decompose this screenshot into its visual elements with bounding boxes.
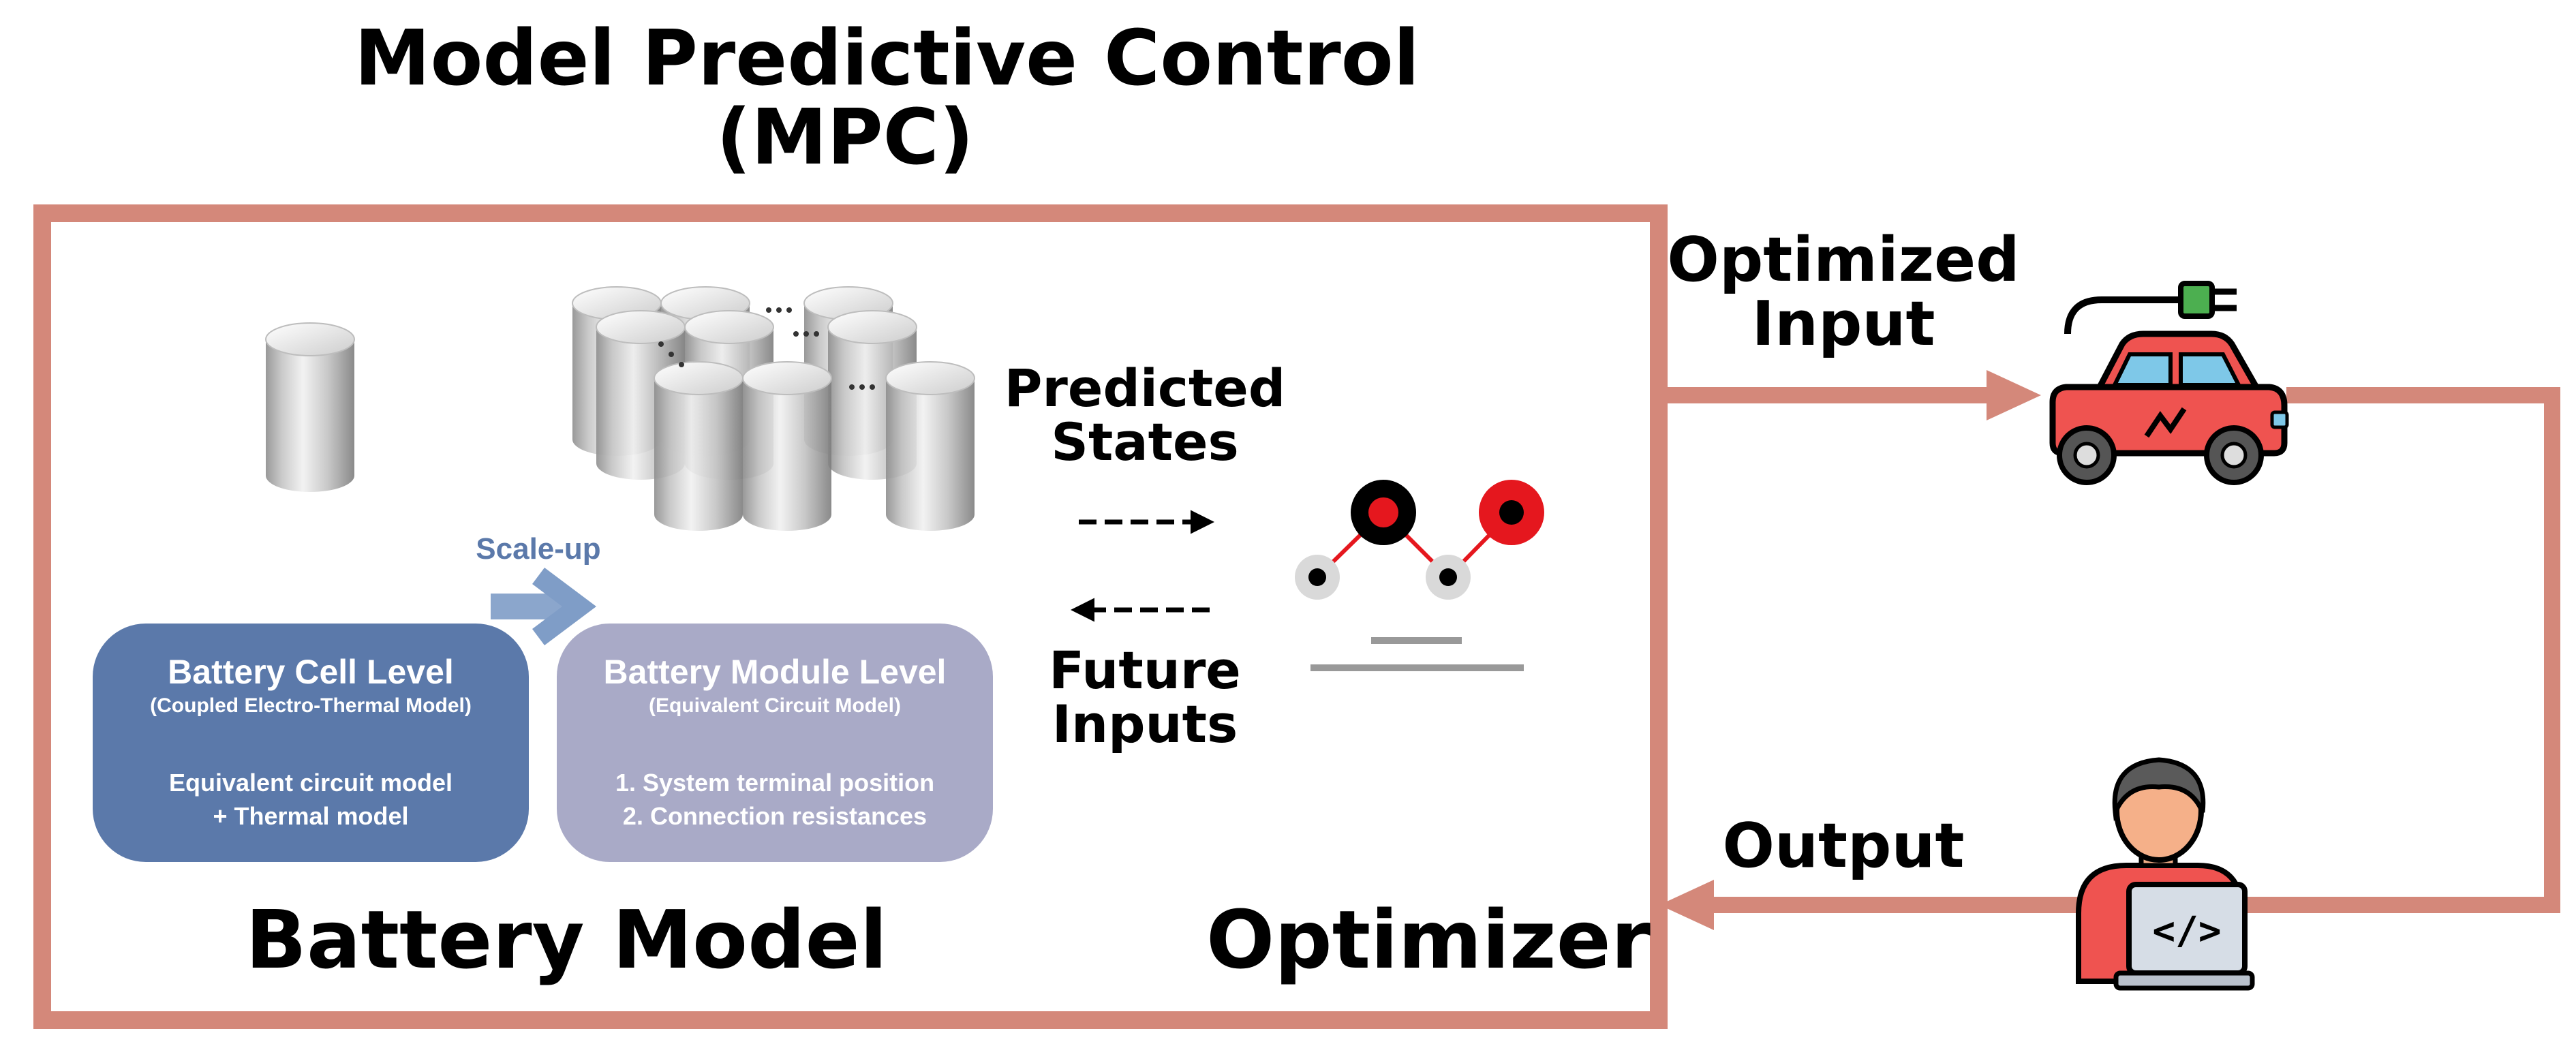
module-box-line-2: 2. Connection resistances <box>622 801 927 830</box>
loop-line <box>2232 387 2560 913</box>
battery-module-icon <box>572 286 975 532</box>
battery-module-level-box: Battery Module Level (Equivalent Circuit… <box>557 624 993 862</box>
scale-up-arrow <box>491 568 596 645</box>
developer-laptop-icon: </> <box>2076 757 2255 991</box>
page-title: Model Predictive Control (MPC) <box>354 19 1420 178</box>
battery-model-label: Battery Model <box>245 893 888 987</box>
optimization-landscape-icon <box>1295 480 1544 671</box>
svg-text:</>: </> <box>2152 909 2221 953</box>
scale-up-label: Scale-up <box>476 532 601 566</box>
predicted-states-label: Predicted States <box>1004 358 1286 473</box>
ellipsis-dots <box>658 307 875 390</box>
cell-box-subtitle: (Coupled Electro-Thermal Model) <box>150 694 472 717</box>
output-label: Output <box>1722 810 1965 882</box>
battery-cell-icon <box>265 322 355 493</box>
mpc-frame <box>33 204 1668 1029</box>
optimized-input-label: Optimized Input <box>1667 224 2020 360</box>
optimized-input-arrow <box>1659 370 2041 420</box>
title-line-1: Model Predictive Control <box>354 14 1420 103</box>
output-arrow <box>1659 880 2126 930</box>
battery-cell-level-box: Battery Cell Level (Coupled Electro-Ther… <box>93 624 529 862</box>
module-box-subtitle: (Equivalent Circuit Model) <box>648 694 902 717</box>
cell-box-title: Battery Cell Level <box>168 653 454 691</box>
cell-box-line-1: Equivalent circuit model <box>168 769 453 797</box>
optimizer-label: Optimizer <box>1206 893 1651 987</box>
future-inputs-label: Future Inputs <box>1049 640 1241 755</box>
module-box-line-1: 1. System terminal position <box>615 769 935 797</box>
module-box-title: Battery Module Level <box>603 653 947 691</box>
cell-box-line-2: + Thermal model <box>213 801 409 830</box>
electric-car-icon <box>2049 281 2289 485</box>
title-line-2: (MPC) <box>716 93 975 183</box>
